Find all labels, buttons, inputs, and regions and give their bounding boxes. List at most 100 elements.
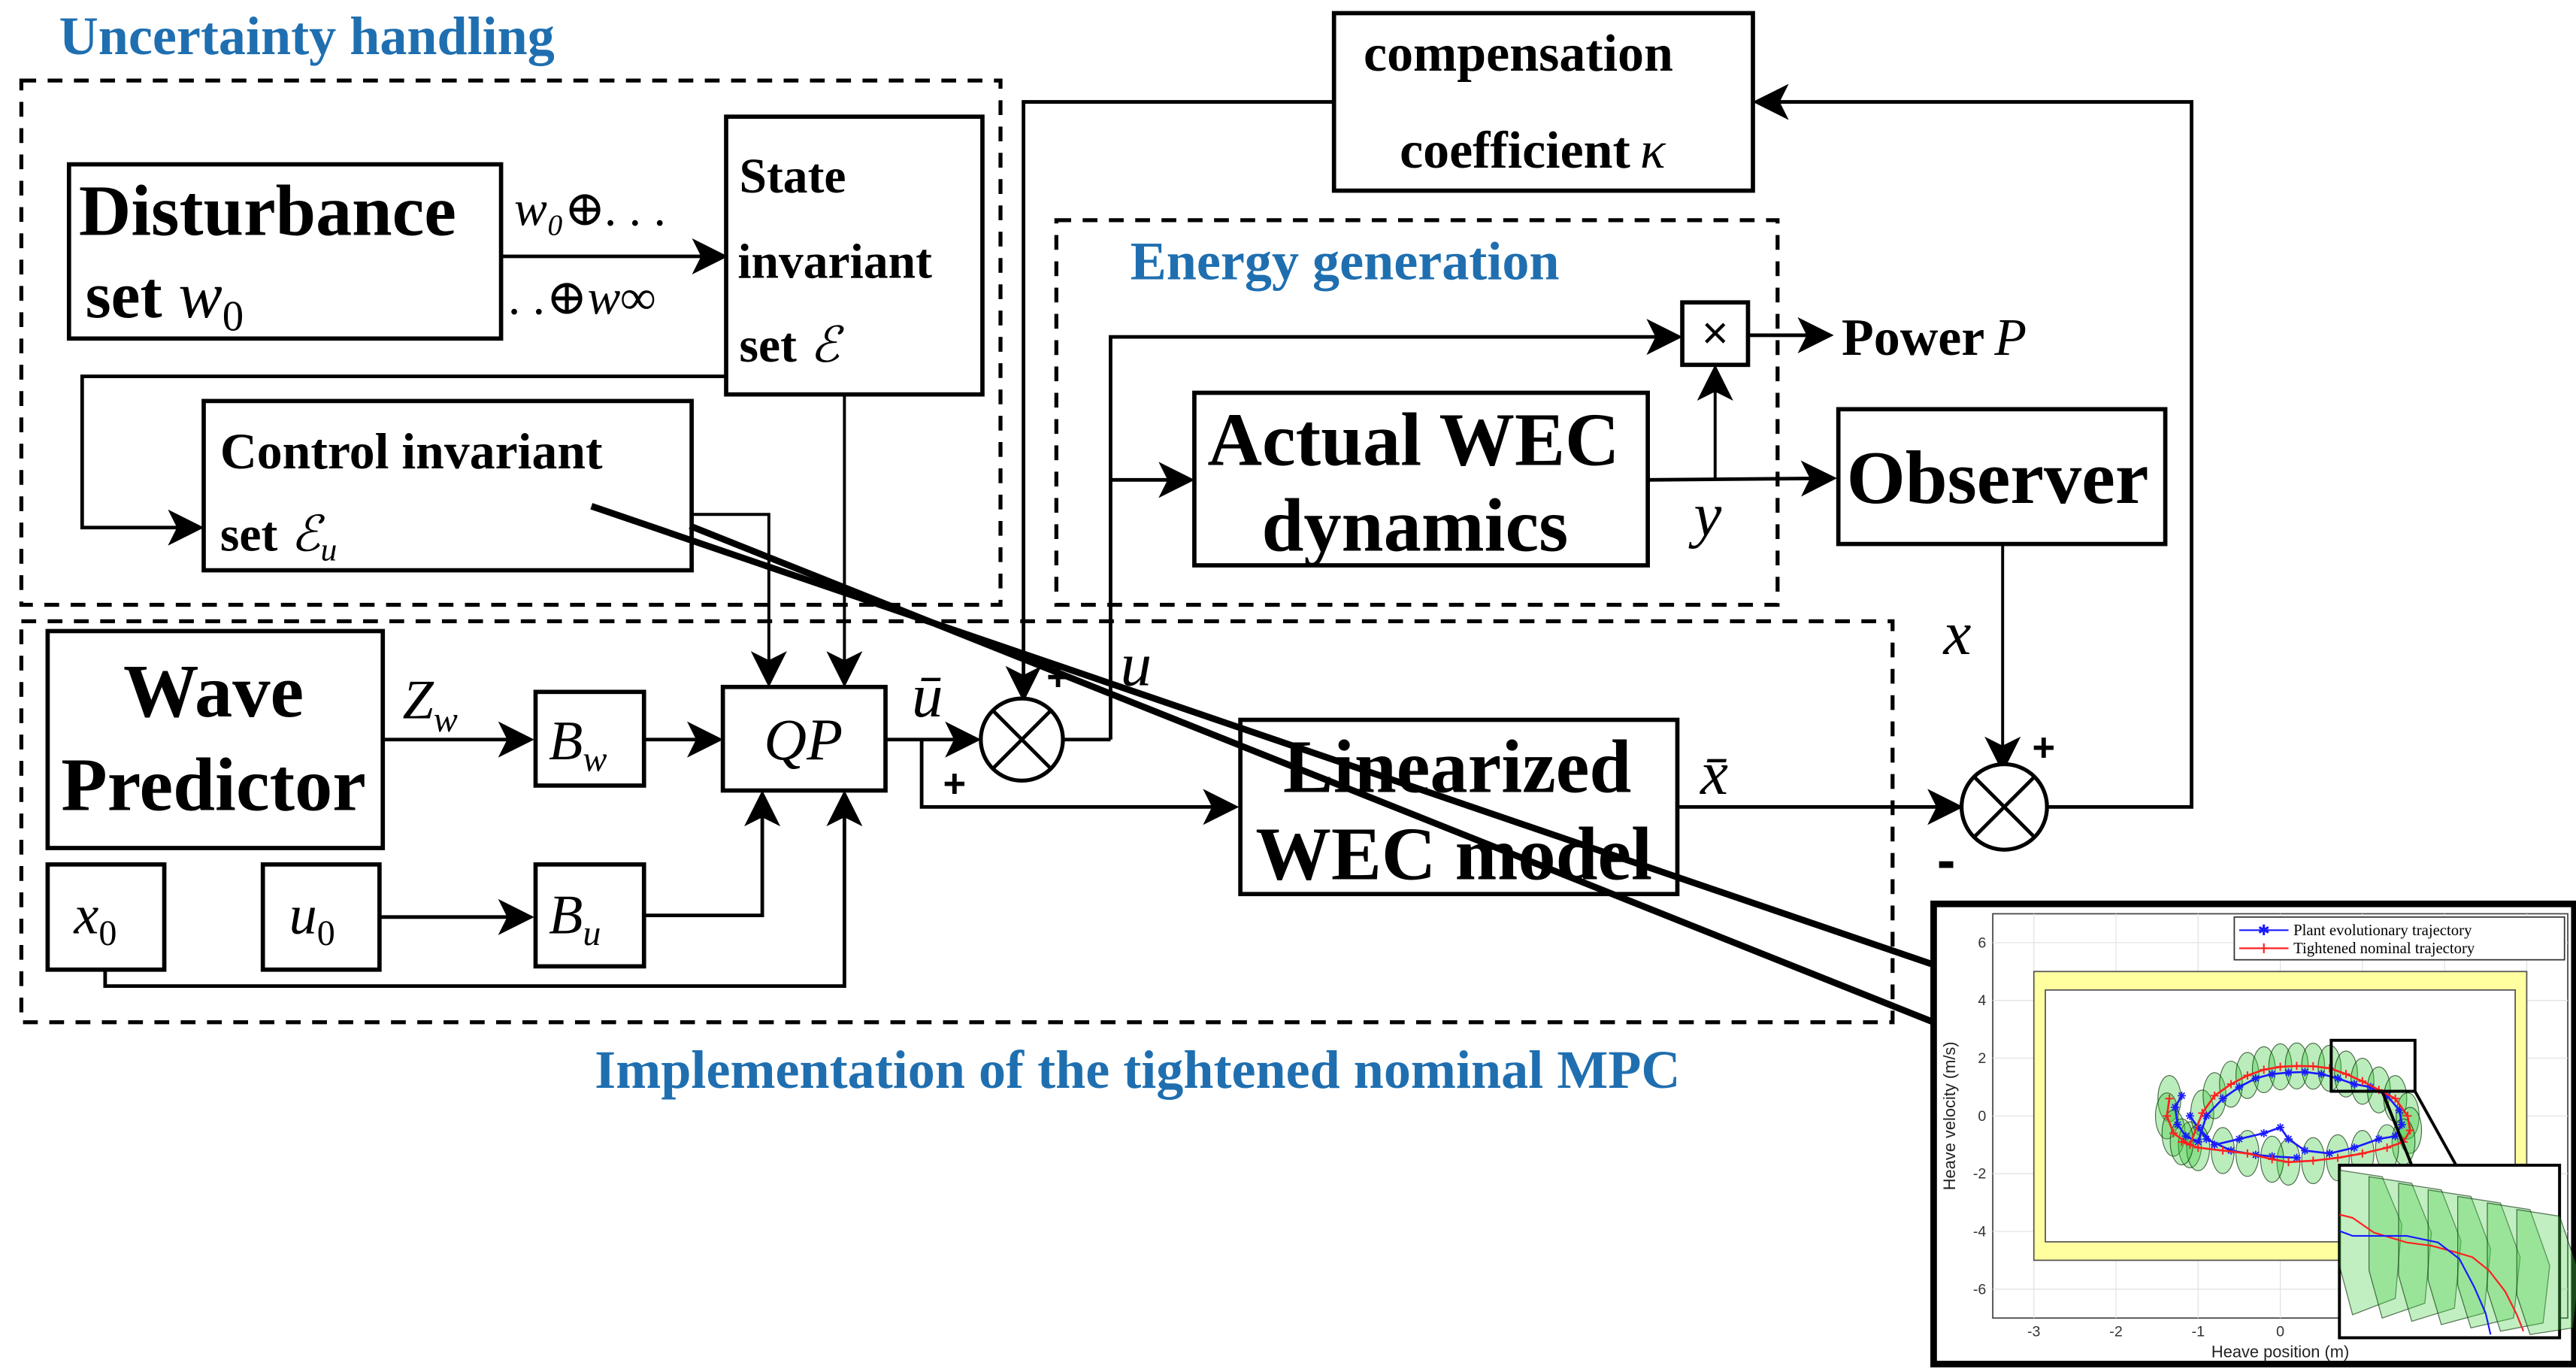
series-point-plant	[2317, 1070, 2326, 1079]
series-point-plant	[2391, 1131, 2400, 1140]
signal-xbar-label: x̄	[1699, 738, 1728, 807]
multiplier-block[interactable]: ×	[1680, 300, 1751, 368]
series-point-plant	[2218, 1094, 2227, 1103]
series-point-nominal	[2383, 1143, 2392, 1152]
series-point-plant	[2171, 1103, 2180, 1112]
legend-label-nominal: Tightened nominal trajectory	[2293, 940, 2475, 957]
series-point-plant	[2292, 1153, 2301, 1162]
sub-tube-polygon	[2516, 1209, 2576, 1335]
arrow-ubar-to-linearized	[919, 739, 1240, 825]
series-point-plant	[2173, 1120, 2182, 1129]
arrow-state-to-control	[80, 374, 727, 546]
series-point-nominal	[2198, 1109, 2207, 1117]
u0-label: u0	[289, 885, 335, 953]
series-point-plant	[2268, 1070, 2277, 1079]
series-point-nominal	[2276, 1062, 2285, 1071]
linearized-wec-model-block[interactable]: Linearized WEC model	[1238, 717, 1680, 897]
actual-wec-dynamics-block[interactable]: Actual WEC dynamics	[1192, 390, 1650, 568]
y-tick-label: 4	[1978, 992, 1986, 1009]
series-point-nominal	[2226, 1080, 2235, 1089]
y-tick-label: -4	[1973, 1224, 1987, 1240]
series-point-plant	[2300, 1146, 2309, 1155]
compensation-label-line1: compensation	[1364, 25, 1673, 83]
minkowski-sum-bottom-label: . .⊕w∞	[510, 271, 656, 326]
series-point-nominal	[2210, 1091, 2219, 1100]
arrow-actual-wec-to-observer	[1648, 460, 1837, 497]
multiply-icon: ×	[1702, 307, 1729, 358]
series-point-nominal	[2391, 1094, 2400, 1103]
series-point-nominal	[2284, 1158, 2293, 1167]
series-point-plant	[2397, 1120, 2406, 1129]
series-point-nominal	[2165, 1094, 2174, 1103]
series-point-plant	[2350, 1080, 2359, 1089]
series-point-plant	[2185, 1111, 2194, 1120]
bw-block[interactable]: Bw	[533, 689, 646, 788]
sub-tube-polygon	[2427, 1189, 2492, 1325]
series-point-plant	[2235, 1134, 2244, 1143]
series-point-plant	[2284, 1134, 2293, 1143]
series-point-plant	[2276, 1123, 2285, 1132]
observer-block[interactable]: Observer	[1836, 407, 2168, 547]
series-point-nominal	[2163, 1111, 2172, 1120]
sub-tube-polygon	[2398, 1183, 2462, 1322]
group-box-uncertainty	[19, 78, 1003, 607]
series-point-plant	[2177, 1091, 2186, 1100]
callout-line-lower	[689, 522, 1936, 1025]
zoom-callout-line-left	[2381, 1090, 2414, 1166]
bw-label: Bw	[549, 710, 607, 779]
y-tick-label: 2	[1978, 1050, 1986, 1067]
legend-marker-asterisk-icon: ✱	[2257, 922, 2269, 939]
wave-predictor-block[interactable]: Wave Predictor	[45, 628, 386, 850]
series-point-nominal	[2268, 1155, 2277, 1164]
series-point-nominal	[2405, 1126, 2414, 1135]
series-point-plant	[2300, 1068, 2309, 1077]
series-point-nominal	[2341, 1070, 2350, 1079]
zoom-callout-line-right	[2414, 1090, 2458, 1166]
series-point-nominal	[2218, 1146, 2227, 1155]
series-point-plant	[2235, 1083, 2244, 1092]
inset-ylabel: Heave velocity (m/s)	[1940, 1041, 1959, 1190]
state-label-line1: State	[740, 150, 846, 204]
series-point-nominal	[2243, 1149, 2252, 1158]
state-label-line2: invariant	[737, 235, 932, 289]
arrow-error-to-compensation	[1752, 83, 2193, 809]
series-point-nominal	[2177, 1137, 2186, 1146]
error-sum-minus: -	[1937, 829, 1956, 892]
arrow-compensation-to-sum	[1005, 100, 1334, 702]
x0-block[interactable]: x0	[45, 862, 167, 972]
x0-label: x0	[73, 885, 117, 953]
inset-series	[2163, 1062, 2414, 1167]
arrow-u-to-multiplier	[1109, 319, 1683, 740]
series-point-plant	[2375, 1134, 2384, 1143]
x-tick-label: -2	[2109, 1323, 2122, 1340]
wave-predictor-label-line2: Predictor	[61, 743, 366, 827]
arrow-bu-to-qp	[643, 790, 781, 918]
series-point-plant	[2350, 1143, 2359, 1152]
y-tick-label: 0	[1978, 1108, 1986, 1125]
x-tick-label: -3	[2027, 1323, 2041, 1340]
series-point-nominal	[2308, 1062, 2317, 1071]
series-point-nominal	[2403, 1111, 2412, 1120]
error-sum-plus: +	[2033, 726, 2056, 770]
minkowski-sum-top-label: w₀⊕. . .	[514, 182, 667, 236]
series-point-nominal	[2308, 1156, 2317, 1165]
sub-tube-polygon	[2487, 1202, 2550, 1332]
x-tick-label: 0	[2276, 1323, 2284, 1340]
y-tick-label: 6	[1978, 934, 1986, 951]
qp-block[interactable]: QP	[720, 684, 888, 793]
inset-xlabel: Heave position (m)	[2211, 1343, 2349, 1361]
u0-block[interactable]: u0	[260, 862, 382, 972]
bu-block[interactable]: Bu	[533, 862, 646, 969]
inset-legend: ✱ Plant evolutionary trajectory Tightene…	[2233, 916, 2565, 961]
qp-label: QP	[764, 707, 843, 773]
group-title-uncertainty: Uncertainty handling	[59, 6, 555, 66]
